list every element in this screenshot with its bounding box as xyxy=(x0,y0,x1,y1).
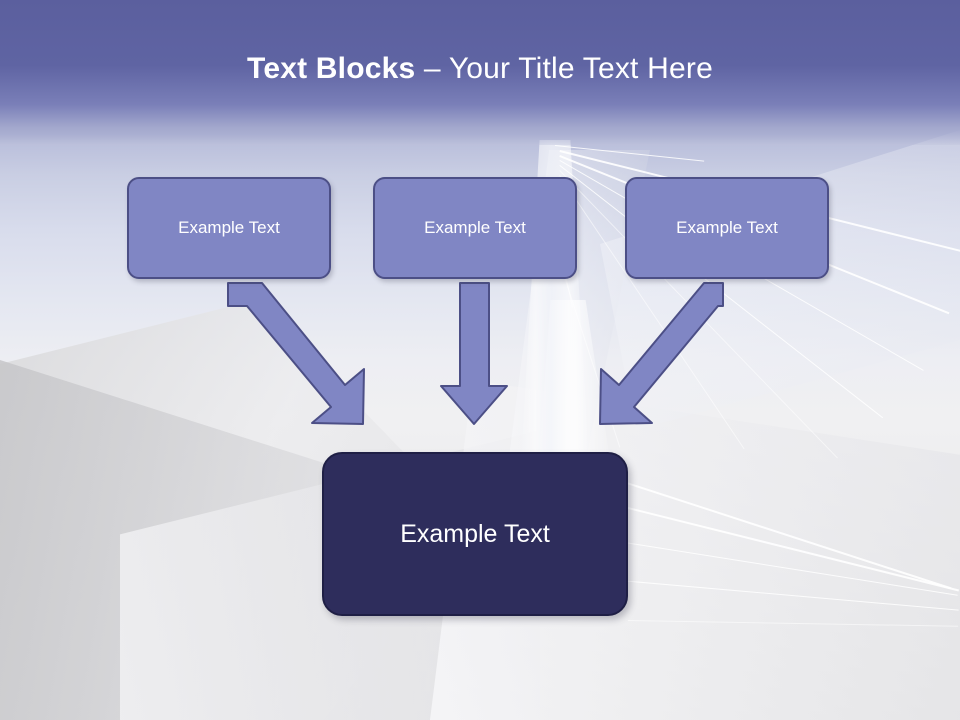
text-block-2-label: Example Text xyxy=(424,218,526,237)
text-block-3-label: Example Text xyxy=(676,218,778,237)
text-block-result[interactable]: Example Text xyxy=(322,452,628,616)
page-title: Text Blocks – Your Title Text Here xyxy=(0,52,960,86)
page-title-light: Your Title Text Here xyxy=(448,52,713,85)
page-title-separator: – xyxy=(415,52,449,85)
title-banner xyxy=(0,0,960,145)
text-block-2[interactable]: Example Text xyxy=(373,177,577,279)
text-block-3[interactable]: Example Text xyxy=(625,177,829,279)
text-block-1-label: Example Text xyxy=(178,218,280,237)
text-block-1[interactable]: Example Text xyxy=(127,177,331,279)
text-block-result-label: Example Text xyxy=(400,519,550,548)
page-title-strong: Text Blocks xyxy=(247,52,416,85)
